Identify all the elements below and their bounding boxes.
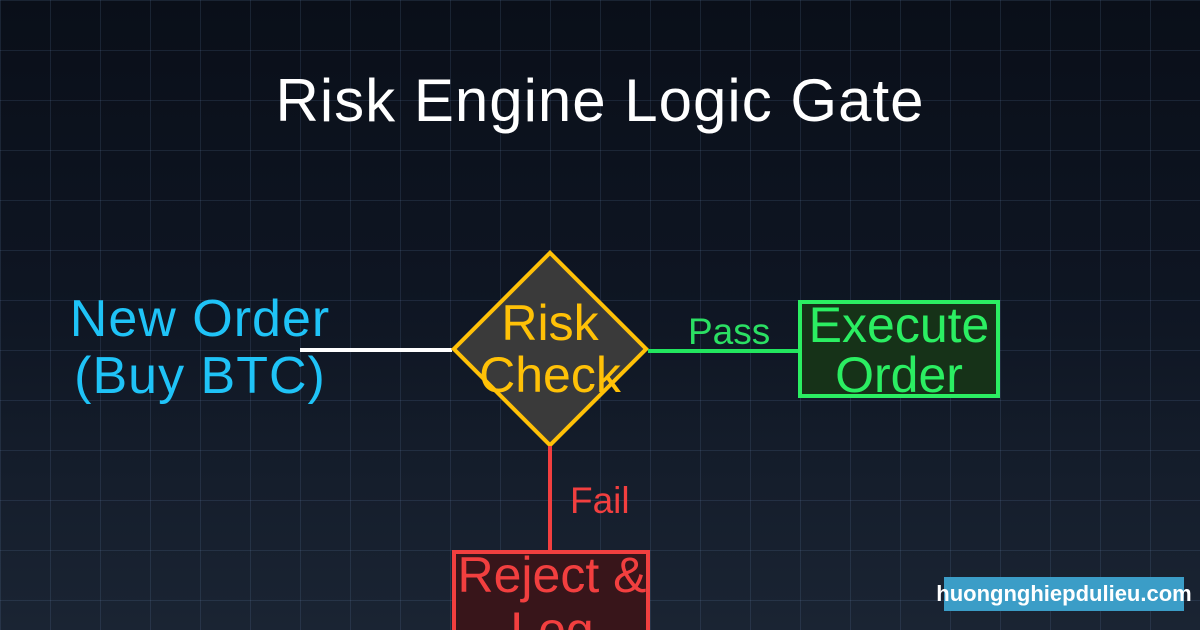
- decision-node-line2: Check: [479, 347, 621, 403]
- edge-input-to-decision: [300, 348, 452, 352]
- pass-edge-label: Pass: [688, 311, 771, 352]
- decision-node-line1: Risk: [501, 295, 599, 351]
- page-title: Risk Engine Logic Gate: [275, 67, 925, 134]
- input-node-line2: (Buy BTC): [74, 347, 326, 405]
- reject-log-line1: Reject &: [457, 547, 647, 603]
- reject-log-line2: Log: [510, 602, 594, 630]
- edge-decision-to-execute: [648, 349, 800, 353]
- reject-log-node-shape: [452, 550, 650, 630]
- input-node-line1: New Order: [69, 290, 331, 348]
- input-node-label: New Order (Buy BTC): [30, 291, 370, 405]
- edge-decision-to-reject: [548, 446, 552, 552]
- execute-order-line1: Execute: [808, 297, 990, 353]
- execute-order-node-shape: [798, 300, 1000, 398]
- reject-log-node-label: Reject & Log: [402, 548, 702, 630]
- execute-order-node-label: Execute Order: [798, 300, 1000, 400]
- fail-edge-label: Fail: [570, 480, 630, 521]
- decision-node-label: Risk Check: [400, 297, 700, 401]
- watermark-badge: huongnghiepdulieu.com: [936, 577, 1192, 611]
- execute-order-line2: Order: [835, 347, 963, 403]
